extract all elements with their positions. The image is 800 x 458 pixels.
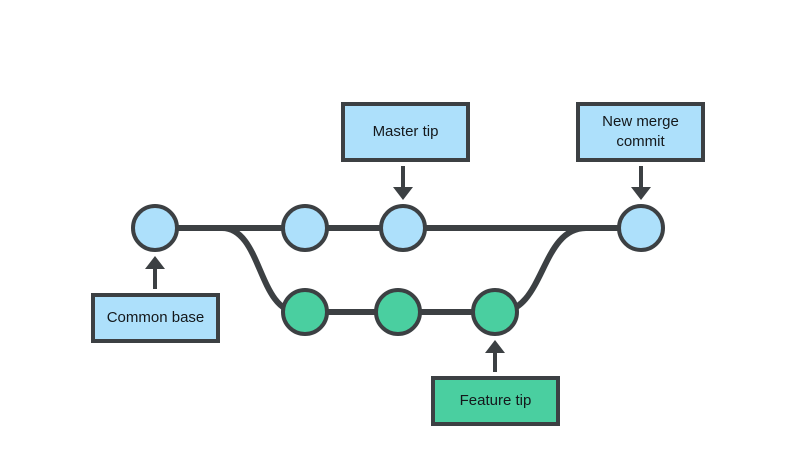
label-common-base-text-line-1: Common base xyxy=(107,309,205,326)
commit-nodes xyxy=(131,204,665,336)
label-feature-tip-arrow-head xyxy=(485,340,505,353)
master-node-4[interactable] xyxy=(617,204,665,252)
label-new-merge-commit[interactable]: New merge commit xyxy=(576,102,705,200)
feature-node-1[interactable] xyxy=(281,288,329,336)
feature-node-2[interactable] xyxy=(374,288,422,336)
label-common-base[interactable]: Common base xyxy=(91,256,220,343)
label-master-tip-box xyxy=(341,102,470,162)
label-feature-tip-text-line-1: Feature tip xyxy=(460,392,532,409)
label-new-merge-commit-text-line-2: commit xyxy=(616,133,665,150)
label-new-merge-commit-text-line-1: New merge xyxy=(602,113,679,130)
label-master-tip[interactable]: Master tip xyxy=(341,102,470,200)
feature-node-3[interactable] xyxy=(471,288,519,336)
label-common-base-box xyxy=(91,293,220,343)
label-common-base-arrow-head xyxy=(145,256,165,269)
label-master-tip-text-line-1: Master tip xyxy=(373,123,439,140)
label-new-merge-commit-arrow-head xyxy=(631,187,651,200)
master-node-2[interactable] xyxy=(281,204,329,252)
label-master-tip-arrow-head xyxy=(393,187,413,200)
label-feature-tip[interactable]: Feature tip xyxy=(431,340,560,426)
branch-master xyxy=(131,204,665,252)
label-new-merge-commit-box xyxy=(576,102,705,162)
branch-feature xyxy=(281,288,519,336)
master-node-1[interactable] xyxy=(131,204,179,252)
label-feature-tip-box xyxy=(431,376,560,426)
master-node-3[interactable] xyxy=(379,204,427,252)
